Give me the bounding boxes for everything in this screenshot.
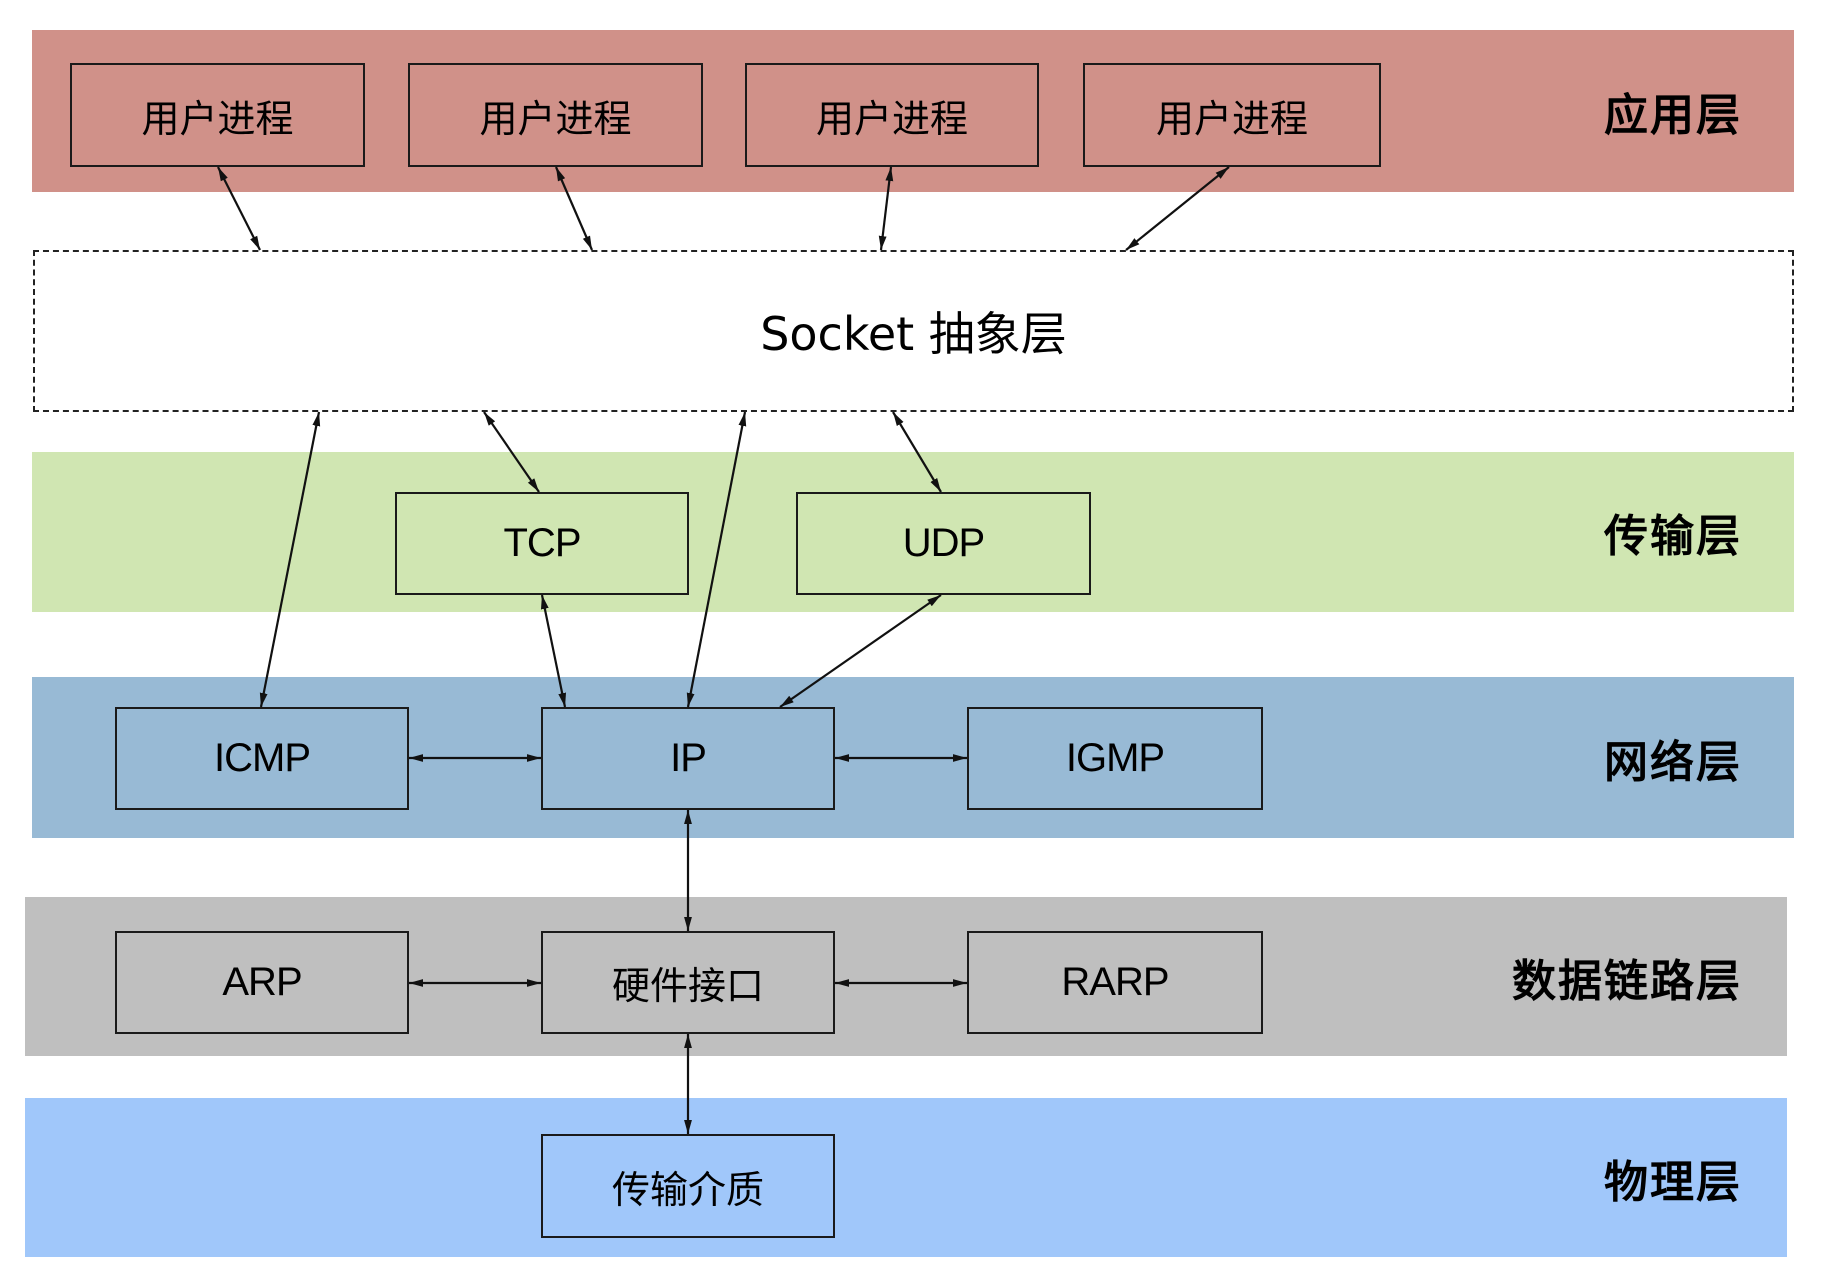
- network-layer-label: 网络层: [1604, 736, 1742, 788]
- hardware-interface-label: 硬件接口: [611, 964, 764, 1008]
- transmission-medium-label: 传输介质: [611, 1167, 764, 1212]
- udp-label: UDP: [902, 521, 985, 565]
- icmp-label: ICMP: [214, 736, 311, 780]
- user-process-label: 用户进程: [1155, 96, 1308, 141]
- arp-label: ARP: [222, 960, 302, 1004]
- igmp-label: IGMP: [1065, 736, 1165, 780]
- tcp-box: TCP: [395, 492, 689, 595]
- igmp-box: IGMP: [967, 707, 1263, 810]
- icmp-box: ICMP: [115, 707, 409, 810]
- tcp-label: TCP: [503, 521, 582, 565]
- user-process-box-4: 用户进程: [1083, 63, 1381, 167]
- datalink-layer-label: 数据链路层: [1512, 955, 1742, 1007]
- user-process-label: 用户进程: [479, 96, 632, 141]
- user-process-box-2: 用户进程: [408, 63, 703, 167]
- rarp-box: RARP: [967, 931, 1263, 1034]
- ip-box: IP: [541, 707, 835, 810]
- transport-layer-label: 传输层: [1604, 511, 1742, 562]
- user-process-label: 用户进程: [815, 96, 968, 141]
- physical-layer-band: 物理层: [25, 1098, 1787, 1257]
- socket-abstraction-layer: Socket 抽象层: [33, 250, 1794, 412]
- rarp-label: RARP: [1061, 960, 1169, 1004]
- arp-box: ARP: [115, 931, 409, 1034]
- udp-box: UDP: [796, 492, 1091, 595]
- physical-layer-label: 物理层: [1604, 1156, 1742, 1208]
- transmission-medium-box: 传输介质: [541, 1134, 835, 1238]
- ip-label: IP: [670, 736, 707, 780]
- hardware-interface-box: 硬件接口: [541, 931, 835, 1034]
- user-process-label: 用户进程: [141, 96, 294, 141]
- application-layer-label: 应用层: [1604, 90, 1742, 141]
- user-process-box-1: 用户进程: [70, 63, 365, 167]
- user-process-box-3: 用户进程: [745, 63, 1039, 167]
- socket-layer-label: Socket 抽象层: [760, 307, 1067, 361]
